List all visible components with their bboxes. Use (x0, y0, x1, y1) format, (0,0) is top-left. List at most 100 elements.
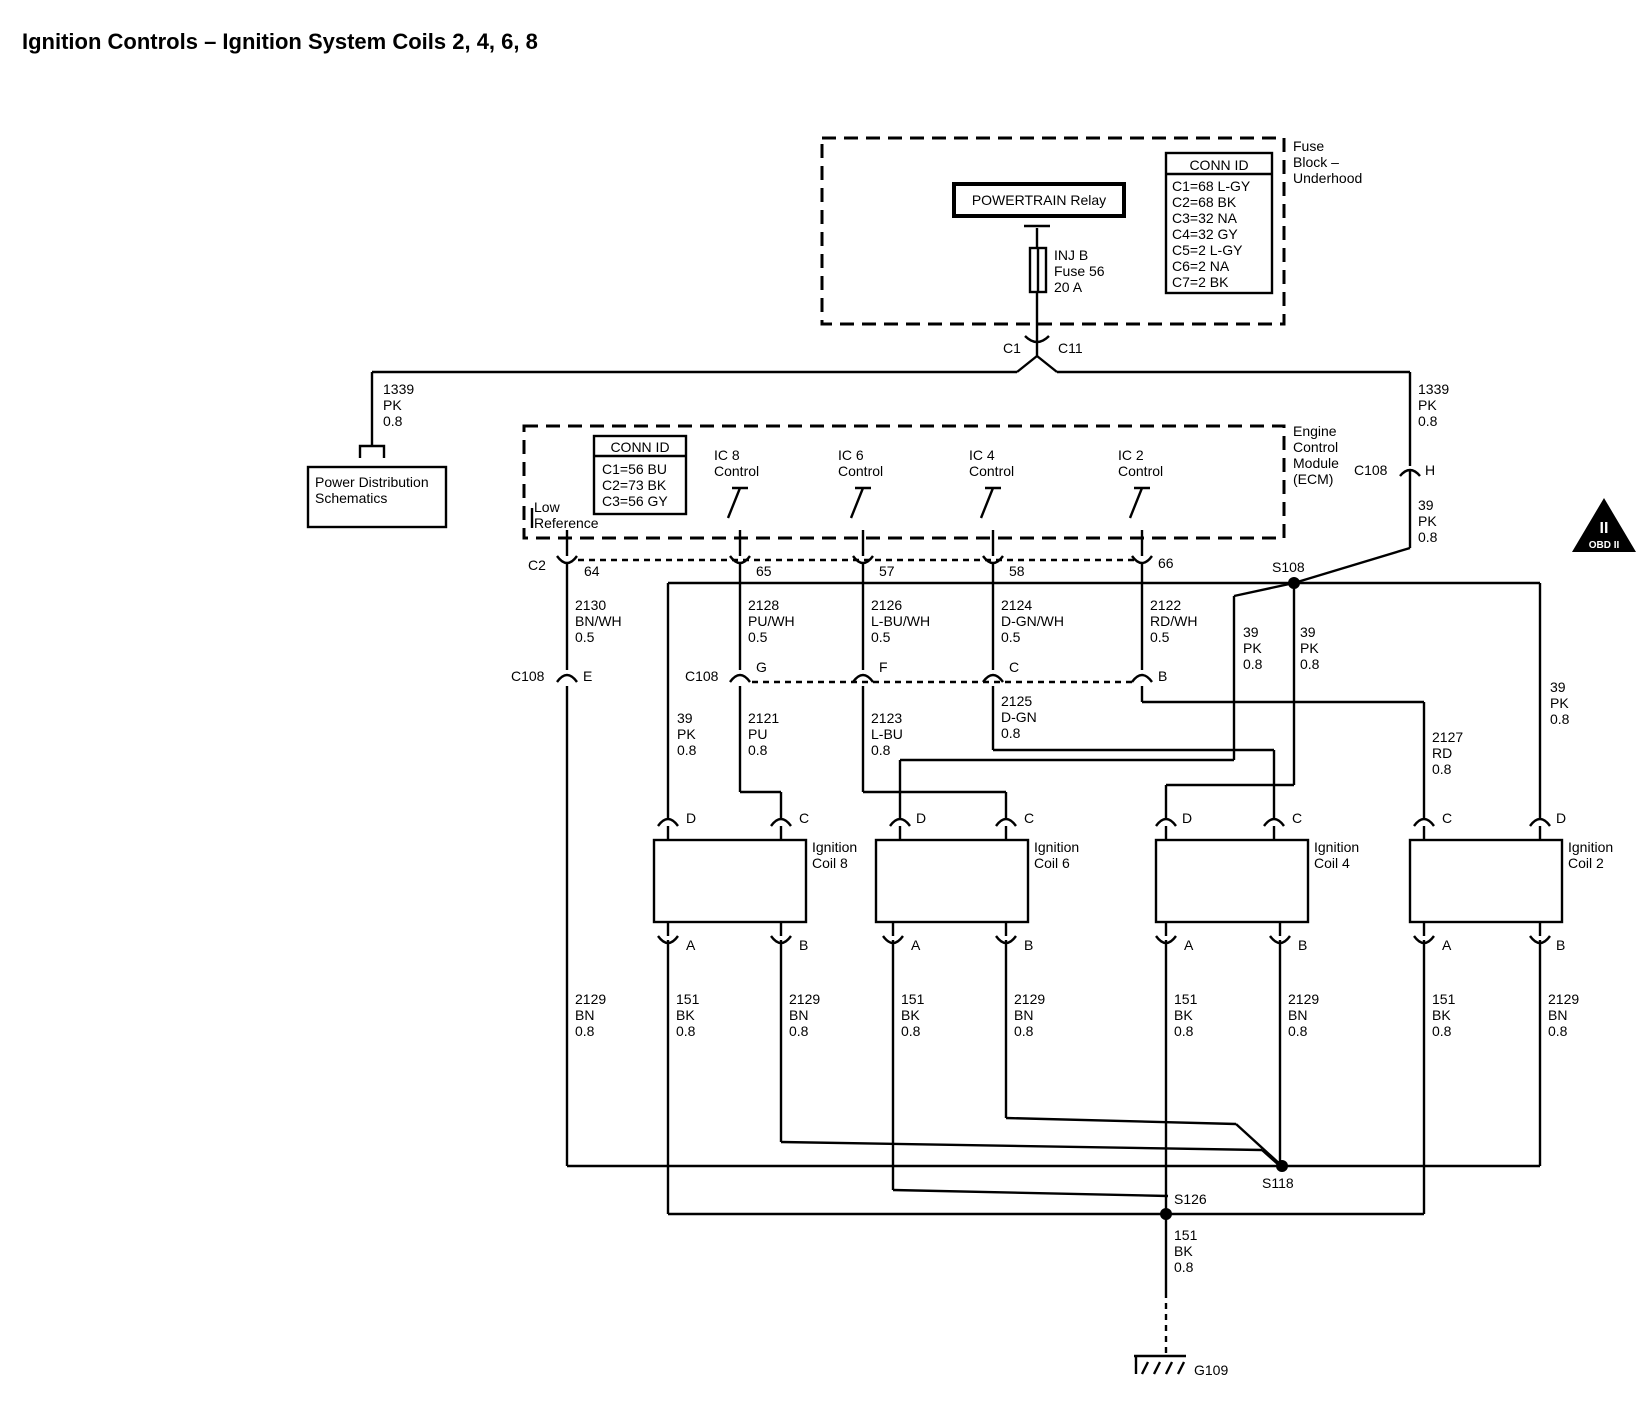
wire-1339-right-3: 0.8 (1418, 413, 1438, 429)
fuse-label-1: INJ B (1054, 247, 1088, 263)
svg-text:2129: 2129 (1548, 991, 1579, 1007)
svg-text:BK: BK (1432, 1007, 1451, 1023)
fuse-conn-id-box (1164, 151, 1274, 295)
wire-2127-1: 2127 (1432, 729, 1463, 745)
wire-39-mid-a-3: 0.8 (1243, 656, 1263, 672)
svg-text:D: D (1182, 810, 1192, 826)
svg-text:151: 151 (1174, 991, 1198, 1007)
wire-1339-left-1: 1339 (383, 381, 414, 397)
fuse-block-label-1: Fuse (1293, 138, 1324, 154)
ic6-switch-icon (849, 486, 871, 519)
fuse-conn-7: C7=2 BK (1172, 274, 1229, 290)
ground-icon (1134, 1354, 1186, 1375)
c11-label: C11 (1058, 340, 1083, 356)
obd-ii-icon: II OBD II (1572, 498, 1636, 552)
ecm-conn-title: CONN ID (610, 439, 669, 455)
svg-text:2129: 2129 (1288, 991, 1319, 1007)
c1-label: C1 (1003, 340, 1021, 356)
ic8-control-1: IC 8 (714, 447, 740, 463)
c108-left-pin: E (583, 668, 592, 684)
wire-2130-3: 0.5 (575, 629, 595, 645)
c108-connectors (556, 673, 1153, 683)
svg-text:0.8: 0.8 (901, 1023, 921, 1039)
ecm-conn-1: C1=56 BU (602, 461, 667, 477)
wire-39-mid-b-2: PK (1300, 640, 1319, 656)
svg-text:A: A (1184, 937, 1194, 953)
wire-2125-2: D-GN (1001, 709, 1037, 725)
svg-text:BN: BN (789, 1007, 808, 1023)
engine-control-module: Engine Control Module (ECM) CONN ID C1=5… (522, 423, 1339, 556)
svg-text:A: A (1442, 937, 1452, 953)
c108-pin-b: B (1158, 668, 1167, 684)
svg-text:C: C (799, 810, 809, 826)
ground-wire-1: 151 (1174, 1227, 1198, 1243)
ecm-label-2: Control (1293, 439, 1338, 455)
wire-2128-1: 2128 (748, 597, 779, 613)
ic4-control-2: Control (969, 463, 1014, 479)
svg-text:B: B (799, 937, 808, 953)
svg-text:C: C (1442, 810, 1452, 826)
fuse-block-label-3: Underhood (1293, 170, 1362, 186)
svg-text:D: D (916, 810, 926, 826)
power-distribution-box[interactable] (306, 465, 448, 529)
wire-2124-3: 0.5 (1001, 629, 1021, 645)
wire-1339-right-1: 1339 (1418, 381, 1449, 397)
svg-text:Coil 4: Coil 4 (1314, 855, 1350, 871)
powertrain-relay-label: POWERTRAIN Relay (972, 192, 1106, 208)
svg-text:C: C (1024, 810, 1034, 826)
wire-2123-1: 2123 (871, 710, 902, 726)
svg-text:Coil 6: Coil 6 (1034, 855, 1070, 871)
ecm-label-3: Module (1293, 455, 1339, 471)
c108-mid-label: C108 (685, 668, 719, 684)
fuse-block-underhood: Fuse Block – Underhood POWERTRAIN Relay … (820, 136, 1362, 340)
svg-text:Ignition: Ignition (1034, 839, 1079, 855)
svg-text:Ignition: Ignition (812, 839, 857, 855)
ecm-conn-3: C3=56 GY (602, 493, 668, 509)
ic2-control-2: Control (1118, 463, 1163, 479)
ecm-c2-connectors (556, 555, 1153, 565)
ignition-coil-6: D C Ignition Coil 6 A B (874, 810, 1079, 953)
wire-2126-1: 2126 (871, 597, 902, 613)
wire-2126-2: L-BU/WH (871, 613, 930, 629)
wire-2125-1: 2125 (1001, 693, 1032, 709)
svg-text:0.8: 0.8 (676, 1023, 696, 1039)
svg-text:Coil 2: Coil 2 (1568, 855, 1604, 871)
svg-text:A: A (686, 937, 696, 953)
wire-2121-3: 0.8 (748, 742, 768, 758)
svg-text:C: C (1292, 810, 1302, 826)
wire-2128-3: 0.5 (748, 629, 768, 645)
power-distribution-label-2: Schematics (315, 490, 387, 506)
c108-pin-c: C (1009, 659, 1019, 675)
svg-text:II: II (1600, 520, 1609, 537)
svg-text:151: 151 (901, 991, 925, 1007)
wire-2121-1: 2121 (748, 710, 779, 726)
ecm-label-1: Engine (1293, 423, 1337, 439)
wire-39-mid-a-1: 39 (1243, 624, 1259, 640)
svg-text:2129: 2129 (1014, 991, 1045, 1007)
wire-2127-3: 0.8 (1432, 761, 1452, 777)
pin-57: 57 (879, 563, 895, 579)
ic4-control-1: IC 4 (969, 447, 995, 463)
wire-39-mid-a-2: PK (1243, 640, 1262, 656)
wire-2123-3: 0.8 (871, 742, 891, 758)
wire-39-mid-b-3: 0.8 (1300, 656, 1320, 672)
pin-64: 64 (584, 563, 600, 579)
svg-text:151: 151 (676, 991, 700, 1007)
fuse-label-3: 20 A (1054, 279, 1083, 295)
fuse-label-2: Fuse 56 (1054, 263, 1105, 279)
c108-top-pin: H (1425, 462, 1435, 478)
fuse-block-label-2: Block – (1293, 154, 1339, 170)
svg-text:0.8: 0.8 (1432, 1023, 1452, 1039)
powertrain-relay (952, 182, 1126, 218)
svg-text:0.8: 0.8 (1014, 1023, 1034, 1039)
fuse-conn-6: C6=2 NA (1172, 258, 1230, 274)
svg-text:0.8: 0.8 (1288, 1023, 1308, 1039)
wire-39-top-2: PK (1418, 513, 1437, 529)
ic2-switch-icon (1128, 486, 1150, 519)
s126-label: S126 (1174, 1191, 1207, 1207)
ground-wire-3: 0.8 (1174, 1259, 1194, 1275)
svg-text:2129: 2129 (789, 991, 820, 1007)
svg-text:BK: BK (901, 1007, 920, 1023)
wire-2127-2: RD (1432, 745, 1452, 761)
